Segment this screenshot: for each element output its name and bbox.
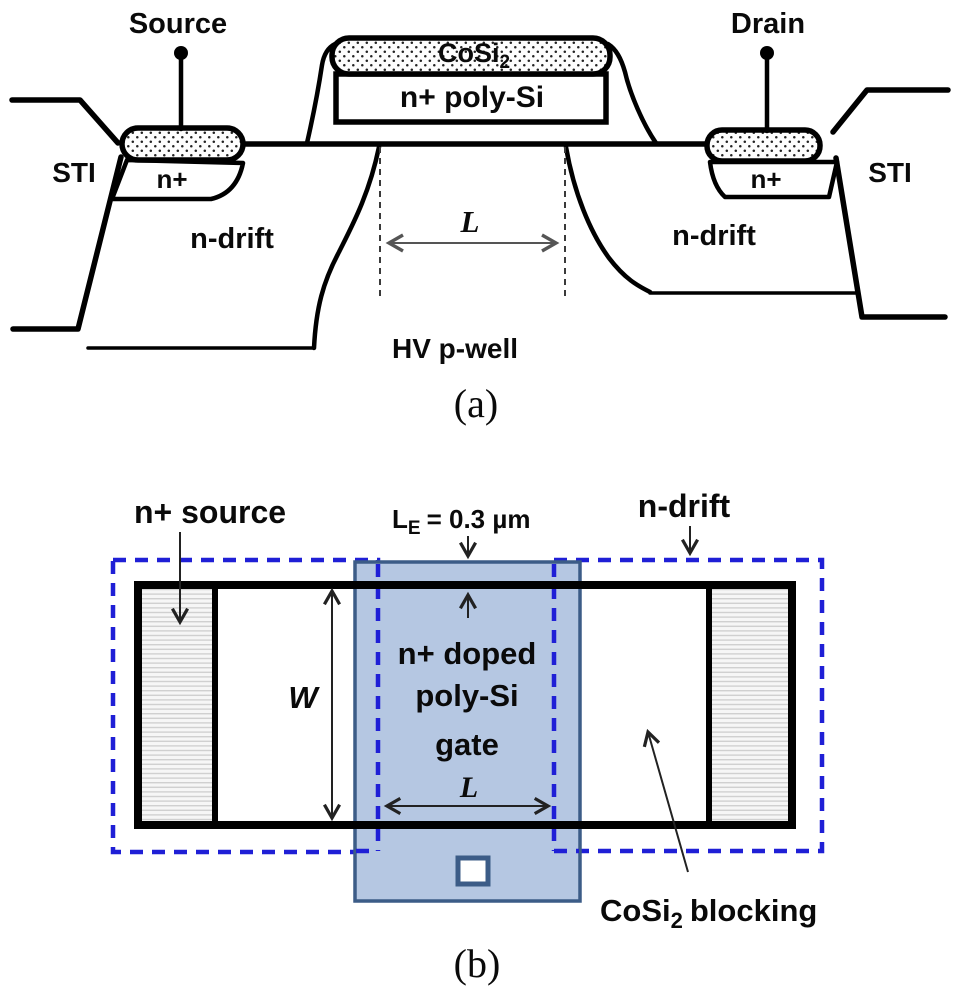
sti-left-trench-line — [10, 154, 124, 332]
figure-b-layout: W L n+ doped poly-Si gate n+ source LE= … — [110, 488, 825, 986]
drain-nplus-region — [707, 159, 840, 200]
sti-right-shoulder-line — [830, 87, 951, 135]
pwell-label: HV p-well — [392, 333, 518, 364]
nplus-source-label: n+ source — [134, 494, 286, 530]
active-area-rect — [134, 581, 796, 829]
ndrift-right-label: n-drift — [672, 220, 756, 252]
drain-label: Drain — [731, 8, 805, 40]
ndrift-mask-left-dashed-rect — [110, 557, 381, 855]
source-label: Source — [129, 8, 227, 40]
drain-hatch-region — [712, 589, 788, 821]
source-nplus-label: n+ — [156, 164, 187, 194]
gate-text-line2: poly-Si — [415, 678, 518, 713]
ndrift-b-label: n-drift — [638, 488, 731, 524]
spacer-right-curve — [605, 41, 659, 146]
figure-a-caption: (a) — [454, 381, 498, 426]
ndrift-right-junction-curve — [563, 144, 653, 295]
spacer-left-curve — [304, 41, 338, 146]
gate-contact-square — [455, 855, 491, 887]
ndrift-left-junction-curve — [311, 144, 382, 351]
figure-b-caption: (b) — [454, 941, 501, 986]
sti-left-shoulder-line — [9, 97, 121, 146]
source-silicide — [119, 125, 246, 163]
cosi2-label: CoSi2 — [438, 38, 510, 73]
poly-si-label: n+ poly-Si — [400, 81, 544, 114]
source-nplus-region — [109, 157, 246, 202]
gate-length-label: L — [459, 771, 478, 804]
gate-silicide-cap — [329, 35, 613, 77]
gate-text-line1: n+ doped — [398, 636, 537, 671]
sti-right-trench-line — [833, 155, 948, 320]
poly-gate-stripe — [353, 560, 582, 903]
ndrift-left-label: n-drift — [190, 223, 274, 255]
cosi2-blocking-arrow — [642, 728, 689, 873]
source-contact-dot — [174, 46, 188, 60]
sti-right-label: STI — [868, 157, 912, 188]
sti-left-label: STI — [52, 157, 96, 188]
figure-a-cross-section: CoSi2 n+ poly-Si Source Drain L STI STI … — [9, 8, 951, 426]
gate-extension-label: LE= 0.3 µm — [392, 504, 530, 539]
gate-text-line3: gate — [435, 727, 499, 762]
drain-nplus-label: n+ — [750, 164, 781, 194]
drain-contact-dot — [760, 46, 774, 60]
width-label: W — [288, 680, 320, 715]
source-hatch-region — [142, 589, 212, 821]
channel-length-label: L — [460, 204, 480, 239]
drain-silicide — [704, 127, 823, 164]
